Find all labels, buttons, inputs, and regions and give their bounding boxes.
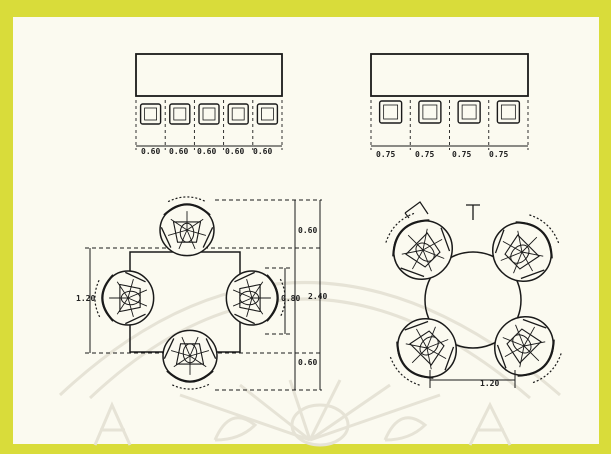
overall-height-label: 2.40: [308, 292, 327, 301]
armchair: [225, 270, 286, 326]
table-span-label: 1.20: [480, 379, 499, 388]
round-table: [424, 251, 522, 349]
armchair: [493, 315, 562, 384]
armchair: [159, 196, 215, 257]
armchair: [389, 317, 458, 386]
armchair: [162, 329, 218, 390]
width-label: 0.60: [169, 147, 188, 156]
alignment-mark: [466, 204, 480, 220]
table-depth-label: 1.20: [76, 294, 95, 303]
stool-seat: [231, 107, 245, 121]
top-left-stool-row: 0.60 0.60 0.60 0.60 0.60: [135, 53, 283, 156]
armchair: [491, 214, 560, 283]
bottom-left-table-layout: 0.60 1.20 0.80 2.40 0.60: [76, 196, 327, 391]
top-right-stool-row: 0.75 0.75 0.75 0.75: [370, 53, 529, 159]
stool-seat: [500, 104, 516, 120]
stool-seat: [461, 104, 477, 120]
stool-seat: [383, 104, 399, 120]
stool: [378, 100, 403, 124]
stool: [169, 103, 191, 125]
armchair: [385, 212, 454, 281]
stool: [256, 103, 279, 125]
stool: [139, 103, 162, 125]
stool-seat: [260, 107, 274, 121]
stool: [457, 100, 481, 124]
width-label: 0.60: [141, 147, 160, 156]
top-offset-label: 0.60: [298, 226, 317, 235]
width-label: 0.75: [452, 150, 471, 159]
width-label: 0.60: [197, 147, 216, 156]
width-label: 0.60: [225, 147, 244, 156]
stool-seat: [173, 107, 187, 121]
armchair: [94, 270, 155, 326]
stool-seat: [422, 104, 438, 120]
center-gap-label: 0.80: [281, 294, 300, 303]
stool: [227, 103, 249, 125]
university-seal-watermark: [58, 281, 561, 447]
bottom-offset-label: 0.60: [298, 358, 317, 367]
stool: [198, 103, 220, 125]
stool: [496, 100, 521, 124]
angle-mark: [404, 201, 429, 219]
long-table: [370, 53, 529, 97]
stool-seat: [202, 107, 216, 121]
width-label: 0.75: [376, 150, 395, 159]
stool: [418, 100, 442, 124]
width-label: 0.60: [253, 147, 272, 156]
bottom-right-table-layout: 1.20: [385, 201, 562, 388]
long-table: [135, 53, 283, 97]
width-label: 0.75: [415, 150, 434, 159]
width-label: 0.75: [489, 150, 508, 159]
stool-seat: [144, 107, 158, 121]
